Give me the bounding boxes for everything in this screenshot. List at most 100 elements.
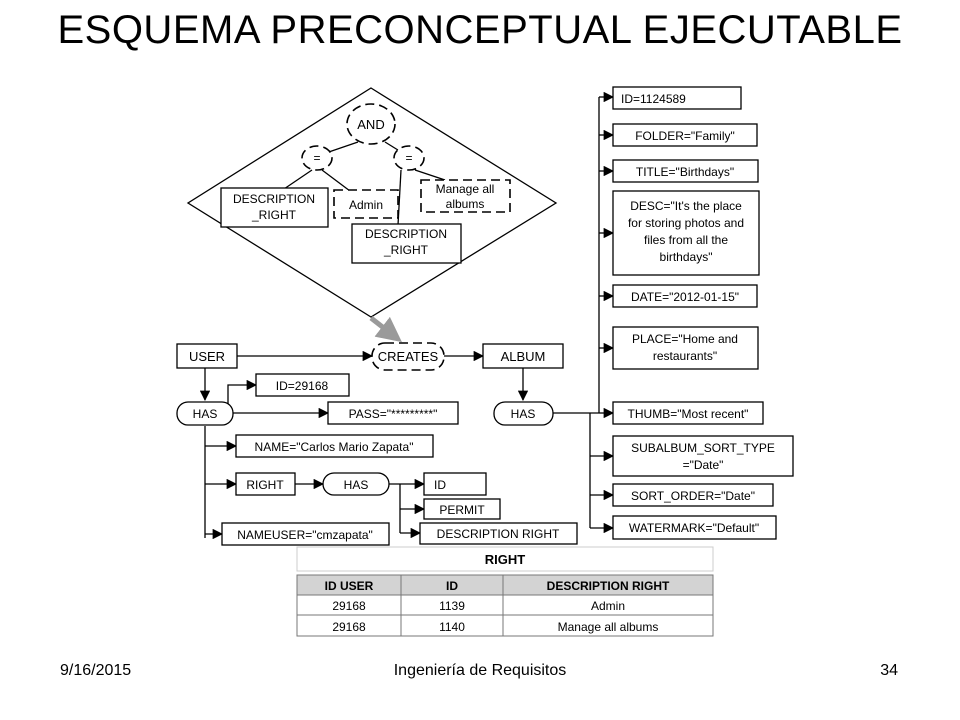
album-desc-attribute-label: for storing photos and — [628, 216, 744, 230]
album-concept: ALBUM — [482, 343, 564, 369]
album-thumb-attribute-shape — [612, 401, 764, 425]
album-title-attribute: TITLE="Birthdays" — [612, 159, 759, 183]
condition-diamond-label: Admin — [349, 198, 383, 212]
slide-title: ESQUEMA PRECONCEPTUAL EJECUTABLE — [57, 8, 903, 52]
right-table-title: RIGHT — [485, 552, 526, 567]
connectors-shape — [227, 379, 258, 406]
right-table: RIGHT ID USER ID DESCRIPTION RIGHT 29168… — [296, 546, 714, 637]
user-name-attribute: NAME="Carlos Mario Zapata" — [235, 434, 434, 458]
album-subalbum-sort-type-attribute-label: SUBALBUM_SORT_TYPE — [631, 441, 775, 455]
album-date-attribute-shape — [612, 284, 758, 308]
admin-value-box — [333, 189, 399, 219]
right-has-relationship-label: HAS — [344, 478, 369, 492]
user-right-concept-shape — [235, 472, 296, 496]
user-pass-attribute: PASS="*********" — [327, 401, 459, 425]
album-sort-order-attribute-shape — [612, 483, 774, 507]
table-cell: Admin — [591, 599, 625, 613]
album-id-attribute-label: ID=1124589 — [621, 92, 686, 106]
album-desc-attribute-label: DESC="It's the place — [630, 199, 742, 213]
right-has-relationship: HAS — [322, 472, 390, 496]
table-cell: 1140 — [439, 620, 465, 634]
album-subalbum-sort-type-attribute-shape — [612, 435, 794, 477]
creates-relationship: CREATES — [371, 342, 445, 371]
equals-node-right — [393, 145, 425, 171]
condition-link-arrow — [369, 316, 402, 343]
user-concept: USER — [176, 343, 238, 369]
album-place-attribute: PLACE="Home and restaurants" — [612, 326, 759, 370]
user-right-concept-label: RIGHT — [246, 478, 284, 492]
album-watermark-attribute: WATERMARK="Default" — [612, 515, 777, 540]
footer-date: 9/16/2015 — [60, 662, 132, 679]
table-cell: 29168 — [332, 620, 366, 634]
album-date-attribute-label: DATE="2012-01-15" — [631, 290, 739, 304]
album-has-relationship: HAS — [493, 401, 554, 426]
album-folder-attribute: FOLDER="Family" — [612, 123, 758, 147]
right-id-attribute-label: ID — [434, 478, 446, 492]
condition-diamond-label: DESCRIPTION — [233, 192, 315, 206]
table-cell: 1139 — [439, 599, 465, 613]
user-nameuser-attribute: NAMEUSER="cmzapata" — [221, 522, 390, 546]
description-right-operand-left — [220, 187, 329, 228]
user-has-relationship: HAS — [176, 401, 234, 426]
album-place-attribute-label: PLACE="Home and — [632, 332, 738, 346]
and-node — [346, 103, 396, 145]
album-title-attribute-shape — [612, 159, 759, 183]
table-cell: Manage all albums — [558, 620, 659, 634]
condition-diamond-label: DESCRIPTION — [365, 227, 447, 241]
album-watermark-attribute-shape — [612, 515, 777, 540]
album-thumb-attribute: THUMB="Most recent" — [612, 401, 764, 425]
table-header-cell: DESCRIPTION RIGHT — [547, 579, 670, 593]
album-desc-attribute-label: birthdays" — [660, 250, 713, 264]
user-pass-attribute-label: PASS="*********" — [349, 407, 438, 421]
and-label: AND — [357, 117, 384, 132]
user-name-attribute-label: NAME="Carlos Mario Zapata" — [255, 440, 414, 454]
manage-all-albums-value-box — [420, 179, 511, 213]
condition-diamond-label: _RIGHT — [383, 243, 429, 257]
right-has-relationship-shape — [322, 472, 390, 496]
creates-relationship-label: CREATES — [378, 349, 439, 364]
album-concept-shape — [482, 343, 564, 369]
album-thumb-attribute-label: THUMB="Most recent" — [628, 407, 749, 421]
album-desc-attribute-label: files from all the — [644, 233, 728, 247]
right-description-attribute: DESCRIPTION RIGHT — [419, 522, 578, 545]
footer-course: Ingeniería de Requisitos — [393, 662, 567, 679]
right-id-attribute-shape — [423, 472, 487, 496]
user-id-attribute-label: ID=29168 — [276, 379, 329, 393]
equals-right-label: = — [405, 151, 412, 165]
description-right-operand-right — [351, 223, 462, 264]
condition-diamond-label: Manage all — [436, 182, 495, 196]
album-place-attribute-shape — [612, 326, 759, 370]
right-permit-attribute-shape — [423, 498, 501, 520]
album-id-attribute: ID=1124589 — [612, 86, 742, 110]
album-watermark-attribute-label: WATERMARK="Default" — [629, 521, 759, 535]
album-id-attribute-shape — [612, 86, 742, 110]
condition-diamond-label: albums — [446, 197, 485, 211]
right-permit-attribute: PERMIT — [423, 498, 501, 520]
album-folder-attribute-label: FOLDER="Family" — [635, 129, 735, 143]
album-place-attribute-label: restaurants" — [653, 349, 717, 363]
user-id-attribute: ID=29168 — [255, 373, 350, 397]
album-concept-label: ALBUM — [501, 349, 546, 364]
condition-diamond: AND = = DESCRIPTION _RIGHT Admin Manage … — [186, 87, 558, 318]
right-description-attribute-shape — [419, 522, 578, 545]
right-description-attribute-label: DESCRIPTION RIGHT — [437, 527, 560, 541]
album-has-relationship-shape — [493, 401, 554, 426]
album-date-attribute: DATE="2012-01-15" — [612, 284, 758, 308]
user-name-attribute-shape — [235, 434, 434, 458]
user-concept-shape — [176, 343, 238, 369]
table-cell: 29168 — [332, 599, 366, 613]
condition-diamond-shape — [414, 169, 446, 181]
connectors — [199, 91, 615, 540]
album-title-attribute-label: TITLE="Birthdays" — [636, 165, 734, 179]
footer-page-number: 34 — [880, 662, 898, 679]
table-header-cell: ID USER — [325, 579, 374, 593]
equals-node-left — [301, 145, 333, 171]
user-concept-label: USER — [189, 349, 225, 364]
album-sort-order-attribute: SORT_ORDER="Date" — [612, 483, 774, 507]
user-pass-attribute-shape — [327, 401, 459, 425]
album-subalbum-sort-type-attribute: SUBALBUM_SORT_TYPE ="Date" — [612, 435, 794, 477]
album-has-relationship-label: HAS — [511, 407, 536, 421]
table-header-cell: ID — [446, 579, 458, 593]
album-sort-order-attribute-label: SORT_ORDER="Date" — [631, 489, 755, 503]
